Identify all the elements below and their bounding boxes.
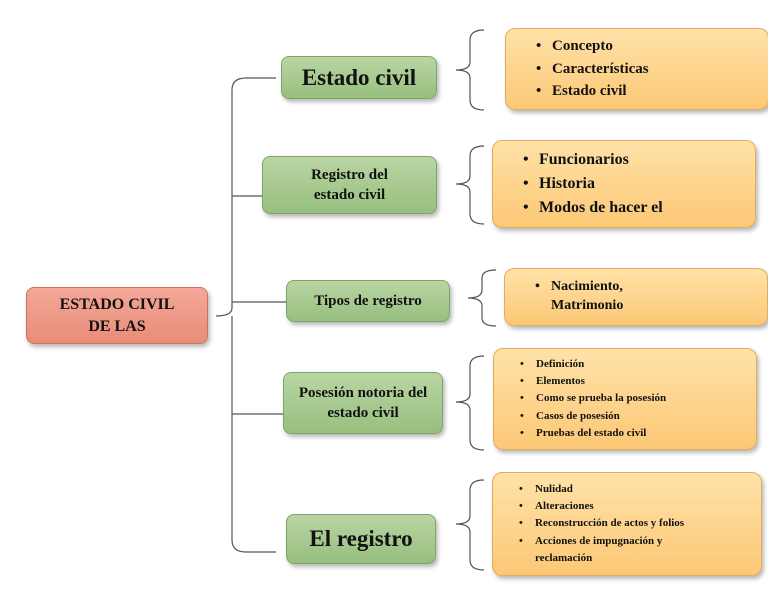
list-item: Reconstrucción de actos y folios [517, 515, 715, 532]
list-item: Como se prueba la posesión [518, 390, 666, 407]
list-item: Características [534, 58, 649, 81]
list-item: Nacimiento, Matrimonio [533, 278, 681, 316]
brace-tipos [467, 269, 497, 327]
brace-el-registro [455, 479, 485, 571]
brace-registro [455, 145, 485, 225]
list-item: Nulidad [517, 481, 715, 498]
brace-estado-civil [455, 29, 485, 111]
detail-tipos: Nacimiento, Matrimonio [504, 268, 768, 326]
branch-label: Posesión notoria del estado civil [298, 384, 428, 421]
list-item: Estado civil [534, 80, 649, 103]
branch-registro: Registro del estado civil [262, 156, 437, 214]
branch-el-registro: El registro [286, 514, 436, 564]
branch-label: Estado civil [301, 64, 417, 90]
list-item: Historia [521, 172, 663, 196]
root-title: ESTADO CIVIL DE LAS [59, 295, 175, 335]
list-item: Definición [518, 356, 666, 373]
list-item: Alteraciones [517, 498, 715, 515]
branch-label: Registro del estado civil [311, 166, 388, 203]
brace-posesion [455, 355, 485, 451]
list-item: Concepto [534, 35, 649, 58]
root-bracket [215, 77, 286, 553]
list-item: Acciones de impugnación y reclamación [517, 533, 715, 567]
list-item: Pruebas del estado civil [518, 425, 666, 442]
branch-label: Tipos de registro [314, 292, 422, 309]
list-item: Casos de posesión [518, 408, 666, 425]
detail-el-registro: Nulidad Alteraciones Reconstrucción de a… [492, 472, 762, 576]
detail-posesion: Definición Elementos Como se prueba la p… [493, 348, 757, 450]
list-item: Modos de hacer el [521, 196, 663, 220]
branch-label: El registro [309, 526, 413, 552]
list-item: Elementos [518, 373, 666, 390]
branch-posesion: Posesión notoria del estado civil [283, 372, 443, 434]
branch-tipos: Tipos de registro [286, 280, 450, 322]
detail-estado-civil: Concepto Características Estado civil [505, 28, 768, 110]
list-item: Funcionarios [521, 148, 663, 172]
root-node: ESTADO CIVIL DE LAS [26, 287, 208, 344]
detail-registro: Funcionarios Historia Modos de hacer el [492, 140, 756, 228]
branch-estado-civil: Estado civil [281, 56, 437, 99]
